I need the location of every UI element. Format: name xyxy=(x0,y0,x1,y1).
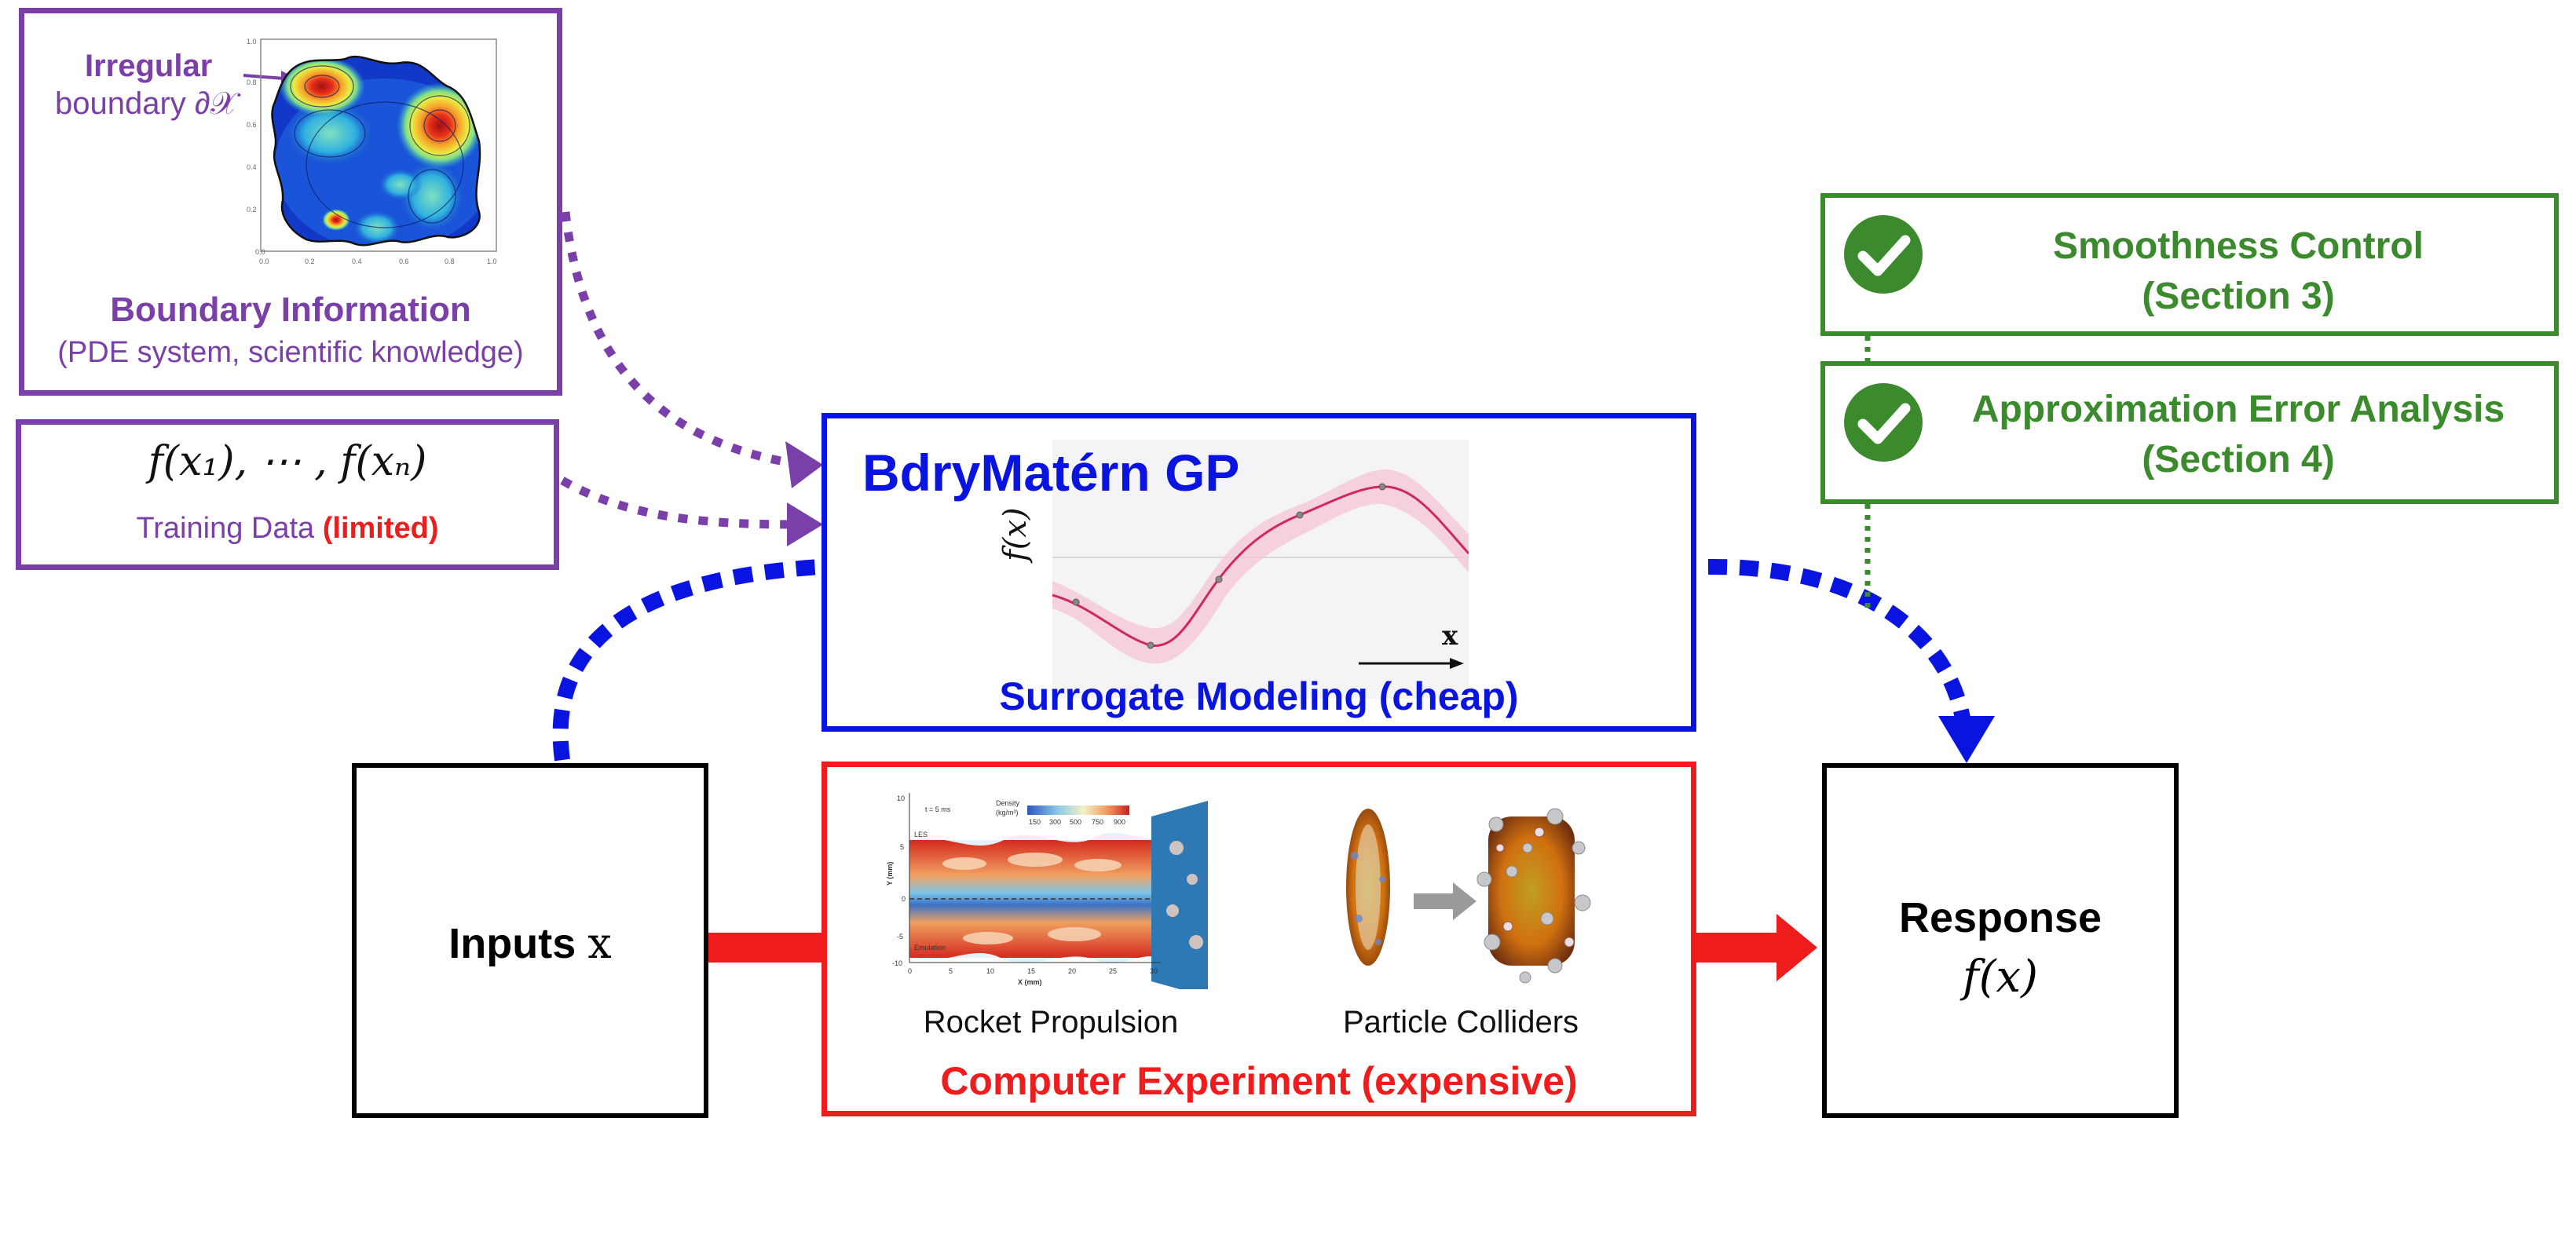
rocket-les: LES xyxy=(914,831,928,838)
plot-xtick-1: 0.2 xyxy=(305,258,315,265)
rocket-time: t = 5 ms xyxy=(925,806,951,813)
rocket-propulsion-label: Rocket Propulsion xyxy=(923,1005,1179,1039)
rocket-dtick-4: 900 xyxy=(1114,818,1125,826)
irregular-label: Irregular xyxy=(85,49,213,83)
plot-ytick-0: 0.0 xyxy=(255,248,265,256)
rocket-ytick-0: 10 xyxy=(897,795,905,802)
rocket-xtick-4: 20 xyxy=(1068,967,1076,975)
rocket-dtick-0: 150 xyxy=(1029,818,1041,826)
surrogate-title: BdryMatérn GP xyxy=(862,444,1240,502)
plot-ytick-1: 0.2 xyxy=(247,206,257,214)
rocket-xtick-5: 25 xyxy=(1109,967,1117,975)
plot-xtick-0: 0.0 xyxy=(259,258,269,265)
rocket-yaxis: Y (mm) xyxy=(886,862,894,886)
gp-point xyxy=(1072,598,1080,606)
response-label: Response xyxy=(1898,894,2102,941)
surrogate-to-response-arrow xyxy=(1707,558,1971,724)
inputs-to-surrogate-arrow xyxy=(552,559,821,762)
inputs-label: Inputs xyxy=(448,920,576,967)
response-formula: f(x) xyxy=(1962,952,2038,1003)
particle-colliders-image xyxy=(1346,808,1591,984)
plot-xtick-5: 1.0 xyxy=(487,258,497,265)
gp-point xyxy=(1215,575,1223,583)
training-label: Training Data xyxy=(136,512,315,545)
rocket-dtick-3: 750 xyxy=(1092,818,1103,826)
gp-point xyxy=(1378,483,1386,491)
response-blue-arrowhead xyxy=(1938,716,1995,763)
error-analysis-box xyxy=(1820,361,2559,504)
gp-xlabel: x xyxy=(1442,620,1458,652)
training-arrowhead xyxy=(787,502,823,546)
plot-ytick-4: 0.8 xyxy=(247,79,257,86)
gp-point xyxy=(1147,641,1154,649)
training-data-box xyxy=(16,419,559,570)
rocket-density-label: Density xyxy=(996,799,1020,807)
experiment-caption: Computer Experiment (expensive) xyxy=(940,1059,1578,1103)
rocket-propulsion-image: t = 5 ms Density (kg/m³) 150 300 500 750… xyxy=(886,793,1208,989)
plot-ytick-5: 1.0 xyxy=(247,38,257,46)
response-red-arrowhead xyxy=(1776,914,1817,981)
rocket-ytick-1: 5 xyxy=(900,843,904,851)
gp-plot xyxy=(1052,440,1469,699)
error-analysis-section: (Section 4) xyxy=(2142,439,2335,480)
smoothness-title: Smoothness Control xyxy=(2052,225,2424,267)
inputs-to-experiment-bar xyxy=(707,933,823,963)
surrogate-caption: Surrogate Modeling (cheap) xyxy=(999,674,1519,718)
boundary-label: boundary ∂𝒳 xyxy=(55,86,238,121)
rocket-xtick-1: 5 xyxy=(949,967,953,975)
plot-xtick-4: 0.8 xyxy=(445,258,455,265)
boundary-title: Boundary Information xyxy=(110,290,471,329)
rocket-xtick-3: 15 xyxy=(1027,967,1035,975)
rocket-dtick-1: 300 xyxy=(1049,818,1061,826)
check-icon xyxy=(1844,215,1923,294)
rocket-ytick-4: -10 xyxy=(892,959,902,967)
rocket-ytick-3: -5 xyxy=(897,933,903,941)
check-icon xyxy=(1844,383,1923,462)
rocket-dtick-2: 500 xyxy=(1070,818,1081,826)
training-formula: f(x₁), ⋯ , f(xₙ) xyxy=(148,438,427,485)
plot-xtick-3: 0.6 xyxy=(399,258,409,265)
rocket-xtick-6: 30 xyxy=(1150,967,1158,975)
gp-ylabel: f(x) xyxy=(997,507,1034,561)
plot-ytick-2: 0.4 xyxy=(247,163,257,171)
error-analysis-title: Approximation Error Analysis xyxy=(1971,389,2505,430)
boundary-to-surrogate-arrow xyxy=(561,211,794,468)
boundary-subtitle: (PDE system, scientific knowledge) xyxy=(57,336,524,369)
gp-mean-curve xyxy=(1052,485,1469,647)
rocket-xaxis: X (mm) xyxy=(1018,978,1042,986)
training-to-surrogate-arrow xyxy=(560,477,794,529)
inputs-label-row: Inputs x xyxy=(352,919,708,968)
particle-colliders-label: Particle Colliders xyxy=(1342,1005,1579,1039)
smoothness-control-box xyxy=(1820,193,2559,336)
gp-point xyxy=(1296,511,1304,519)
rocket-emulation: Emulation xyxy=(914,944,946,952)
response-box xyxy=(1822,763,2179,1118)
experiment-to-response-bar xyxy=(1696,933,1778,963)
boundary-arrowhead xyxy=(785,441,823,488)
training-label-row: Training Data (limited) xyxy=(16,512,559,546)
inputs-symbol: x xyxy=(587,919,612,968)
smoothness-section: (Section 3) xyxy=(2142,276,2335,317)
plot-xtick-2: 0.4 xyxy=(352,258,362,265)
rocket-ytick-2: 0 xyxy=(902,895,906,903)
rocket-density-unit: (kg/m³) xyxy=(996,809,1019,816)
plot-ytick-3: 0.6 xyxy=(247,121,257,129)
rocket-xtick-2: 10 xyxy=(986,967,994,975)
boundary-contour-plot: 0.0 0.2 0.4 0.6 0.8 1.0 0.0 0.2 0.4 0.6 … xyxy=(247,38,497,265)
inputs-box xyxy=(352,763,708,1118)
rocket-xtick-0: 0 xyxy=(908,967,912,975)
training-limited: (limited) xyxy=(322,512,439,545)
